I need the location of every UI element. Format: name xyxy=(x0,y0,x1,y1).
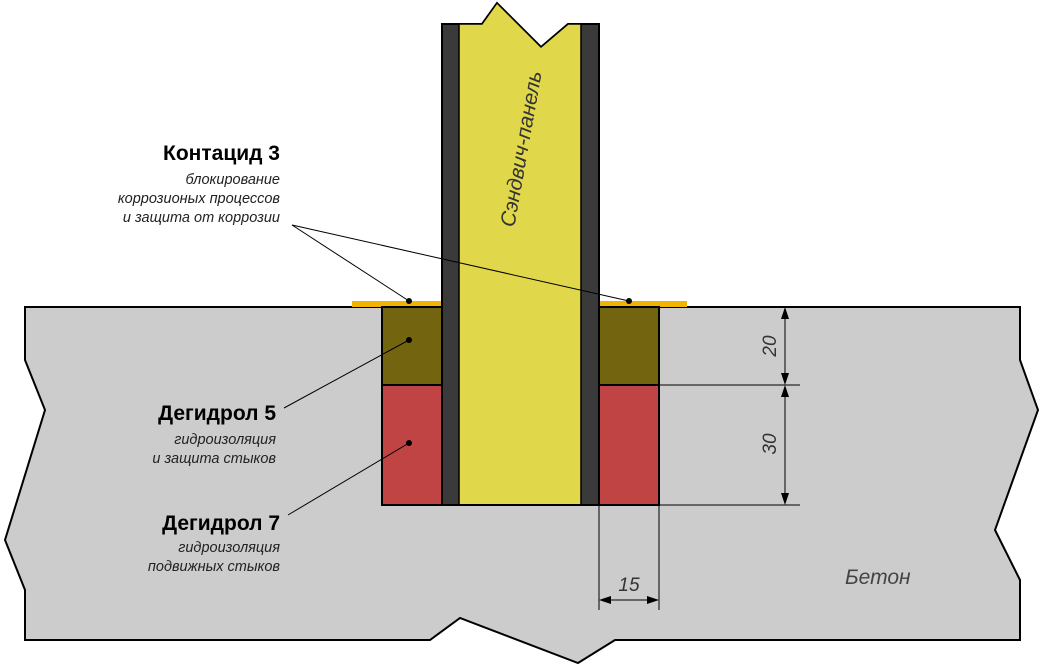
contacid-title: Контацид 3 xyxy=(163,142,280,165)
contacid-leader-left xyxy=(291,224,410,302)
contacid-leader-dot-right xyxy=(626,298,632,304)
horizontal-dimension-group xyxy=(598,505,660,610)
concrete-label: Бетон xyxy=(845,566,911,589)
contacid-desc-line3: и защита от коррозии xyxy=(123,210,280,226)
panel-core xyxy=(458,1,582,506)
degidrol5-fill-left xyxy=(381,306,443,386)
contacid-leader-dot-left xyxy=(406,298,412,304)
dimension-top-label: 20 xyxy=(760,335,781,358)
contacid-strip-left xyxy=(352,301,442,307)
degidrol7-leader-dot xyxy=(406,440,412,446)
degidrol5-fill-right xyxy=(598,306,660,386)
degidrol7-fill-right xyxy=(598,384,660,506)
vertical-dimension-group xyxy=(659,307,800,506)
contacid-strip-right xyxy=(599,301,687,307)
contacid-desc-line1: блокирование xyxy=(185,172,280,188)
contacid-leader-right xyxy=(291,224,630,302)
degidrol5-leader-dot xyxy=(406,337,412,343)
contacid-desc-line2: коррозионых процессов xyxy=(118,191,281,207)
degidrol7-title: Дегидрол 7 xyxy=(162,512,280,535)
degidrol5-leader xyxy=(283,339,410,409)
degidrol7-desc-line2: подвижных стыков xyxy=(148,559,281,575)
degidrol7-leader xyxy=(287,442,410,516)
dimension-width-label: 15 xyxy=(618,575,640,596)
dimension-bottom-label: 30 xyxy=(760,433,781,455)
degidrol7-fill-left xyxy=(381,384,443,506)
degidrol5-desc-line1: гидроизоляция xyxy=(174,432,276,448)
degidrol7-desc-line1: гидроизоляция xyxy=(178,540,280,556)
degidrol5-title: Дегидрол 5 xyxy=(158,402,276,425)
degidrol5-desc-line2: и защита стыков xyxy=(152,451,276,467)
